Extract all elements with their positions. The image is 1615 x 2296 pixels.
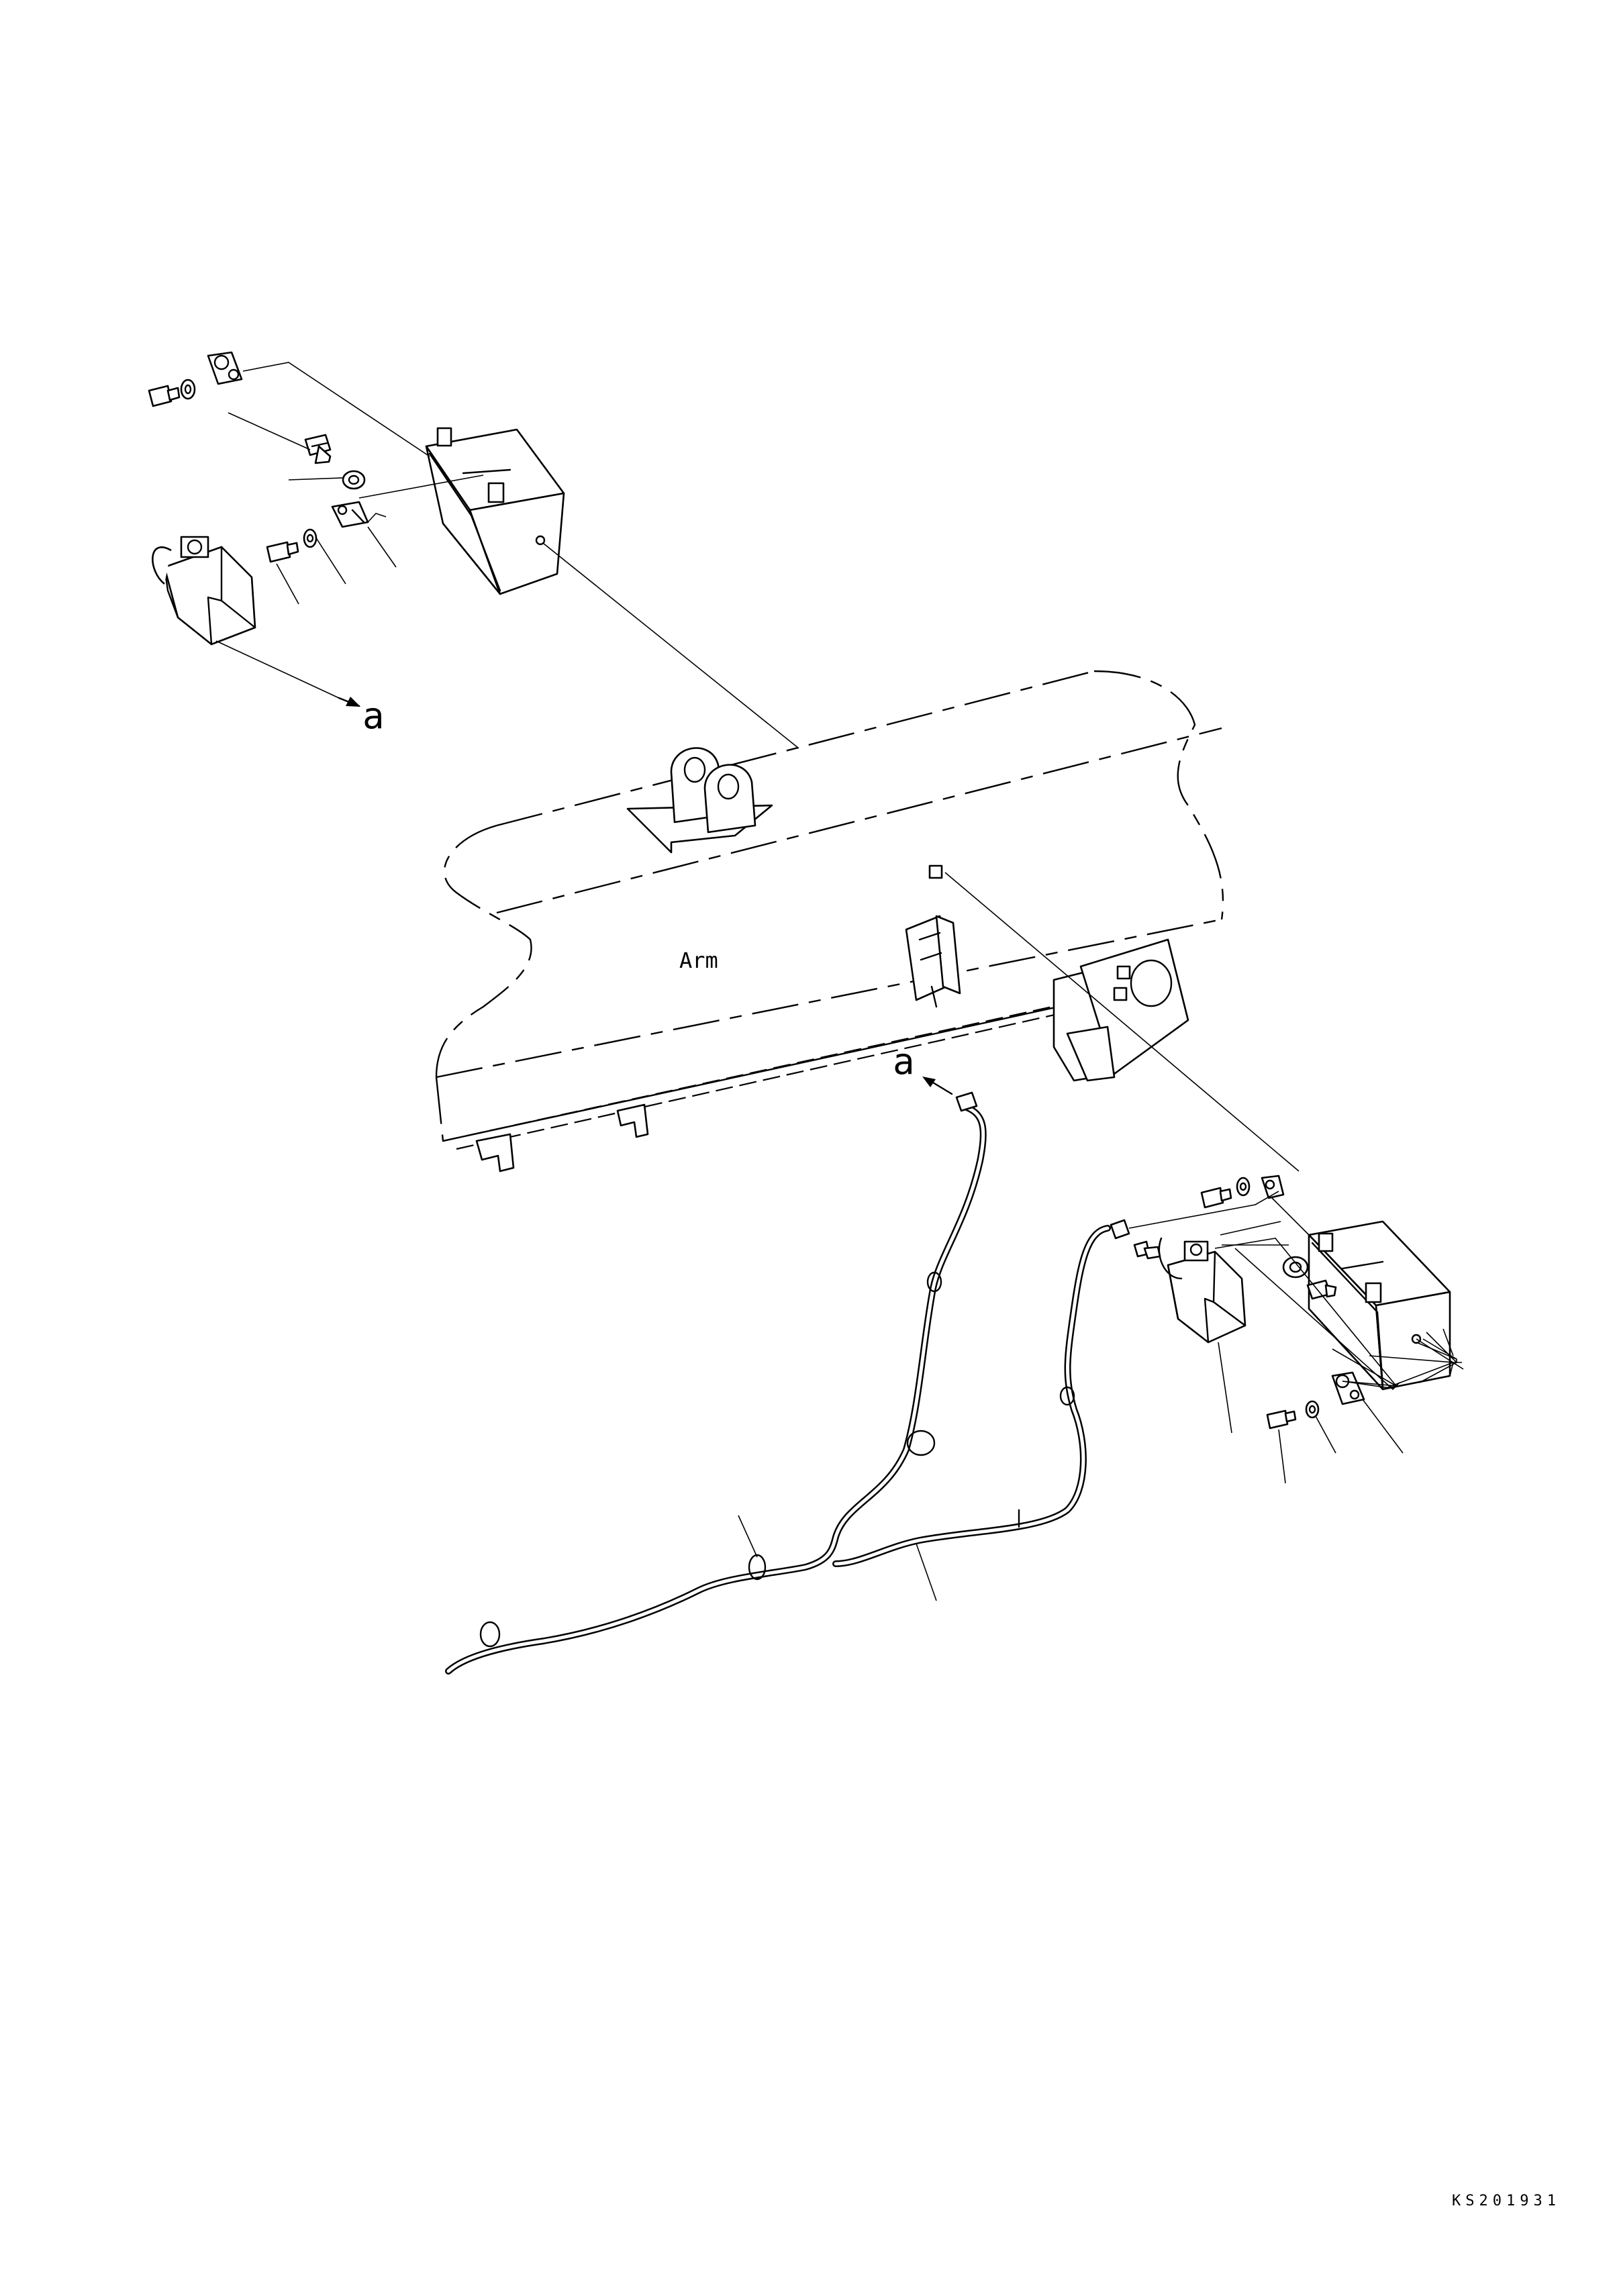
lower-clamp-1 <box>1261 1175 1285 1199</box>
upper-washer-1 <box>180 379 196 400</box>
lower-washer-2 <box>1282 1256 1309 1279</box>
lower-leader-lines <box>944 872 1464 1484</box>
upper-washer-2 <box>342 470 366 490</box>
upper-lamp-case <box>425 427 565 595</box>
upper-washer-3 <box>303 528 317 548</box>
lower-clamp-2 <box>1331 1371 1365 1405</box>
arm-harness-bracket <box>905 864 961 1008</box>
lower-lamp-case <box>1308 1220 1451 1391</box>
lower-washer-3 <box>1305 1400 1320 1419</box>
arm-lower-clips <box>475 1103 649 1172</box>
wiring-harness <box>445 1077 1111 1675</box>
upper-leader-lines <box>215 362 799 749</box>
arm-outline <box>435 670 1224 1150</box>
arm-lifting-eye <box>626 747 773 854</box>
lower-bolt-2 <box>1266 1409 1297 1430</box>
upper-clamp-1 <box>207 351 243 385</box>
upper-reference-a: a <box>362 695 385 737</box>
drawing-code: KS201931 <box>1452 2193 1561 2209</box>
arm-cylinder-boss <box>1053 938 1189 1082</box>
lower-connector-2 <box>1133 1240 1161 1260</box>
lower-reference-a: a <box>893 1040 915 1083</box>
upper-clamp-2 <box>331 501 369 528</box>
upper-bolt-1 <box>148 385 181 407</box>
lower-bolt-1 <box>1200 1187 1232 1209</box>
upper-grommet <box>304 434 332 464</box>
lower-connector-1 <box>1110 1219 1130 1240</box>
lower-work-lamp <box>1158 1237 1246 1344</box>
upper-work-lamp <box>152 536 256 646</box>
arm-label: Arm <box>679 948 718 973</box>
upper-bolt-2 <box>266 541 299 563</box>
lower-washer-1 <box>1236 1177 1251 1197</box>
